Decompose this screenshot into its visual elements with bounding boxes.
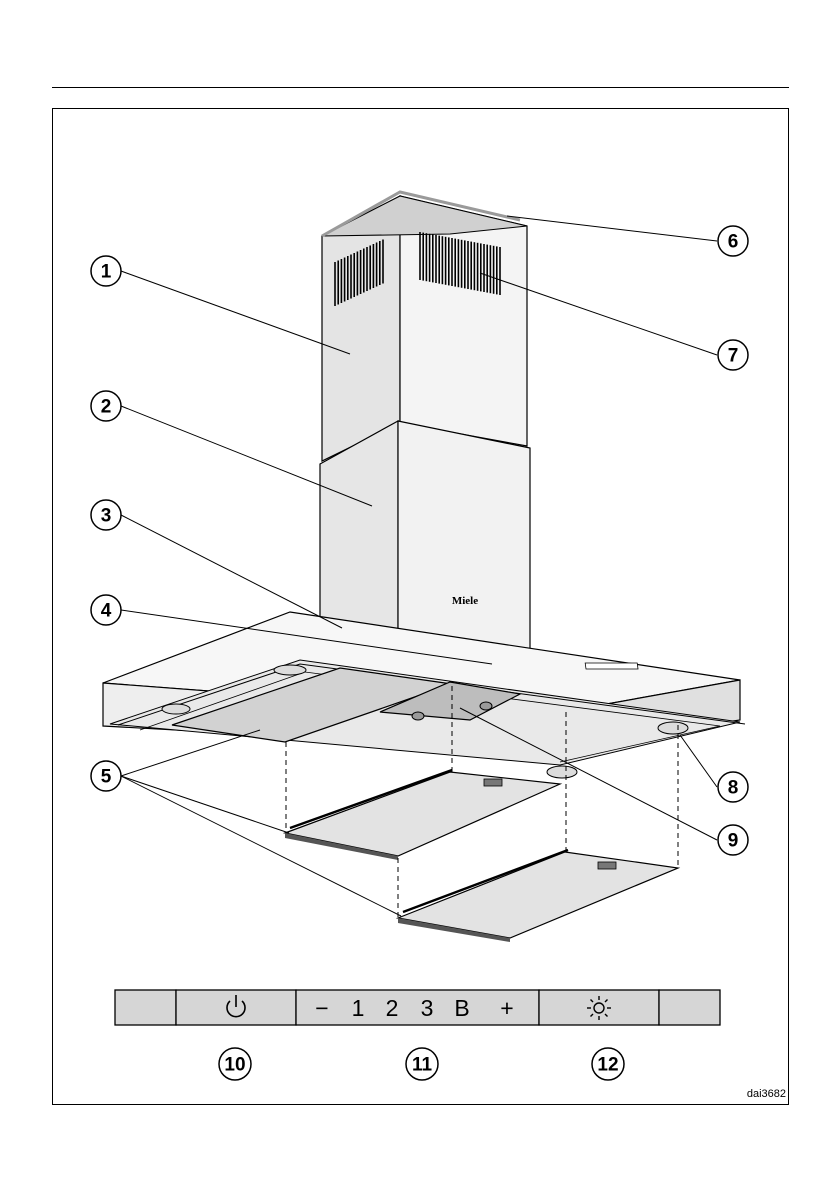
brand-logo: Miele bbox=[452, 595, 478, 607]
fan-minus-button[interactable]: − bbox=[315, 995, 328, 1021]
grease-filter-removed-lower bbox=[398, 850, 678, 942]
lower-flue-duct bbox=[320, 421, 530, 650]
callout-6: 6 bbox=[718, 226, 748, 256]
svg-text:2: 2 bbox=[101, 397, 112, 418]
on-off-button[interactable] bbox=[176, 990, 296, 1025]
callout-11: 11 bbox=[406, 1048, 438, 1080]
fan-speed-2-button[interactable]: 2 bbox=[386, 995, 399, 1021]
callout-8: 8 bbox=[718, 772, 748, 802]
grease-filter-removed-upper bbox=[285, 770, 560, 860]
svg-text:9: 9 bbox=[728, 831, 739, 852]
callout-1: 1 bbox=[91, 256, 121, 286]
svg-text:11: 11 bbox=[412, 1055, 433, 1076]
fan-plus-button[interactable]: + bbox=[500, 995, 513, 1021]
fan-booster-button[interactable]: B bbox=[454, 995, 469, 1021]
callout-9: 9 bbox=[718, 825, 748, 855]
svg-text:6: 6 bbox=[728, 232, 739, 253]
fan-speed-3-button[interactable]: 3 bbox=[421, 995, 434, 1021]
light-button[interactable] bbox=[539, 990, 659, 1025]
figure-reference: dai3682 bbox=[747, 1088, 786, 1100]
callout-7: 7 bbox=[718, 340, 748, 370]
panel-end-left bbox=[115, 990, 176, 1025]
svg-text:7: 7 bbox=[728, 346, 739, 367]
callout-4: 4 bbox=[91, 595, 121, 625]
svg-text:8: 8 bbox=[728, 778, 739, 799]
callout-12: 12 bbox=[592, 1048, 624, 1080]
svg-text:1: 1 bbox=[101, 262, 112, 283]
callout-3: 3 bbox=[91, 500, 121, 530]
svg-text:10: 10 bbox=[224, 1055, 245, 1076]
canopy-controls bbox=[585, 663, 638, 669]
callout-10: 10 bbox=[219, 1048, 251, 1080]
svg-text:3: 3 bbox=[101, 506, 112, 527]
upper-flue-duct bbox=[322, 192, 527, 461]
callout-2: 2 bbox=[91, 391, 121, 421]
svg-text:5: 5 bbox=[101, 767, 112, 788]
fan-speed-1-button[interactable]: 1 bbox=[352, 995, 365, 1021]
callout-5: 5 bbox=[91, 761, 121, 791]
panel-end-right bbox=[659, 990, 720, 1025]
svg-text:12: 12 bbox=[597, 1055, 618, 1076]
control-panel: − 1 2 3 B + bbox=[115, 990, 720, 1025]
svg-text:4: 4 bbox=[101, 601, 112, 622]
